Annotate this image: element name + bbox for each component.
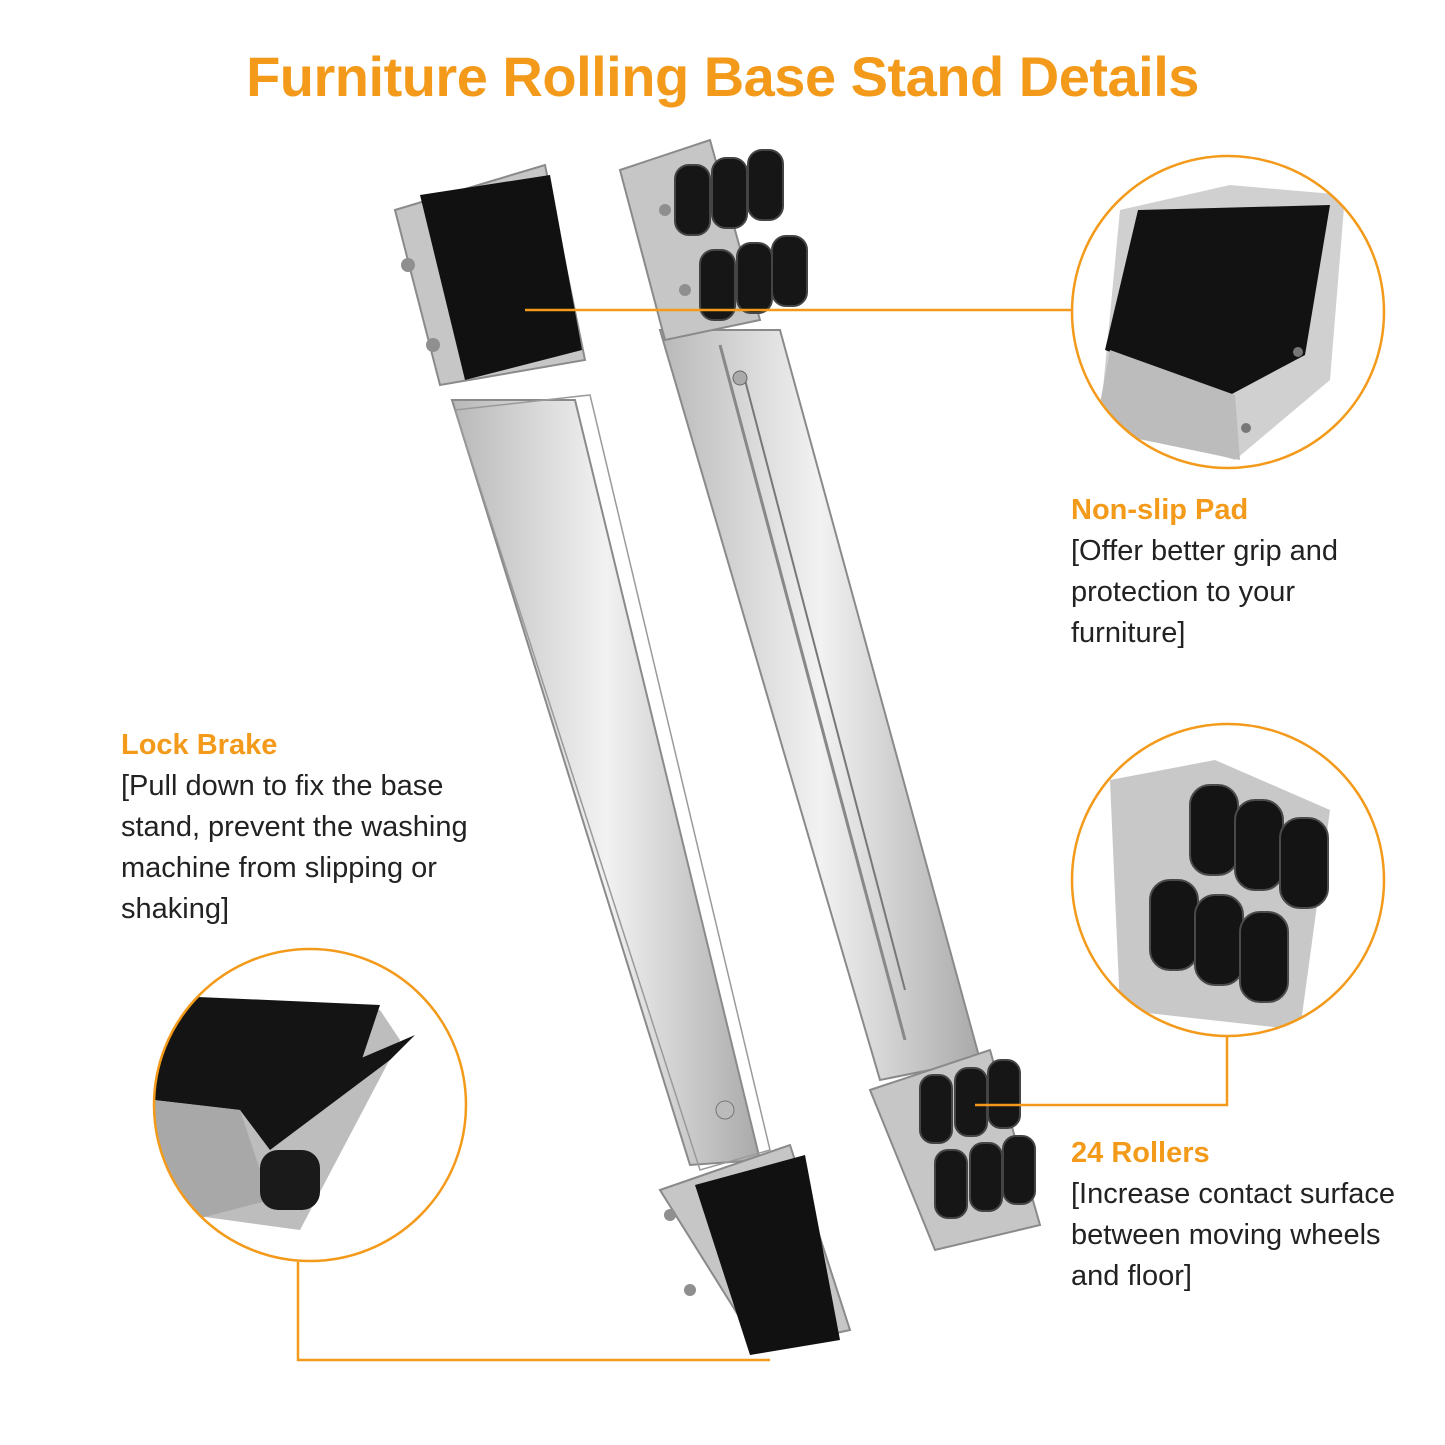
- callout-heading: Non-slip Pad: [1071, 494, 1249, 526]
- leader-lines: [296, 308, 1229, 1362]
- bottom-pad: [695, 1155, 840, 1355]
- bottom-rollers: [919, 1059, 1036, 1219]
- top-pad: [420, 175, 582, 380]
- zoom-nonslip-pad: [1070, 154, 1386, 470]
- top-rollers: [674, 149, 808, 321]
- left-stand-bar: [393, 163, 852, 1355]
- right-stand-bar: [618, 138, 1042, 1252]
- callout-heading: 24 Rollers: [1071, 1137, 1210, 1169]
- page-title: Furniture Rolling Base Stand Details: [246, 45, 1199, 108]
- zoom-lock-brake: [152, 947, 468, 1263]
- zoom-rollers: [1070, 722, 1386, 1038]
- callout-non-slip-pad: Non-slip Pad [Offer better grip and prot…: [1071, 490, 1401, 654]
- callout-heading: Lock Brake: [121, 729, 278, 761]
- callout-lock-brake: Lock Brake [Pull down to fix the base st…: [121, 725, 506, 930]
- callout-description: [Offer better grip and protection to you…: [1071, 535, 1339, 649]
- callout-24-rollers: 24 Rollers [Increase contact surface bet…: [1071, 1133, 1421, 1297]
- callout-description: [Increase contact surface between moving…: [1071, 1178, 1395, 1292]
- callout-description: [Pull down to fix the base stand, preven…: [121, 770, 468, 925]
